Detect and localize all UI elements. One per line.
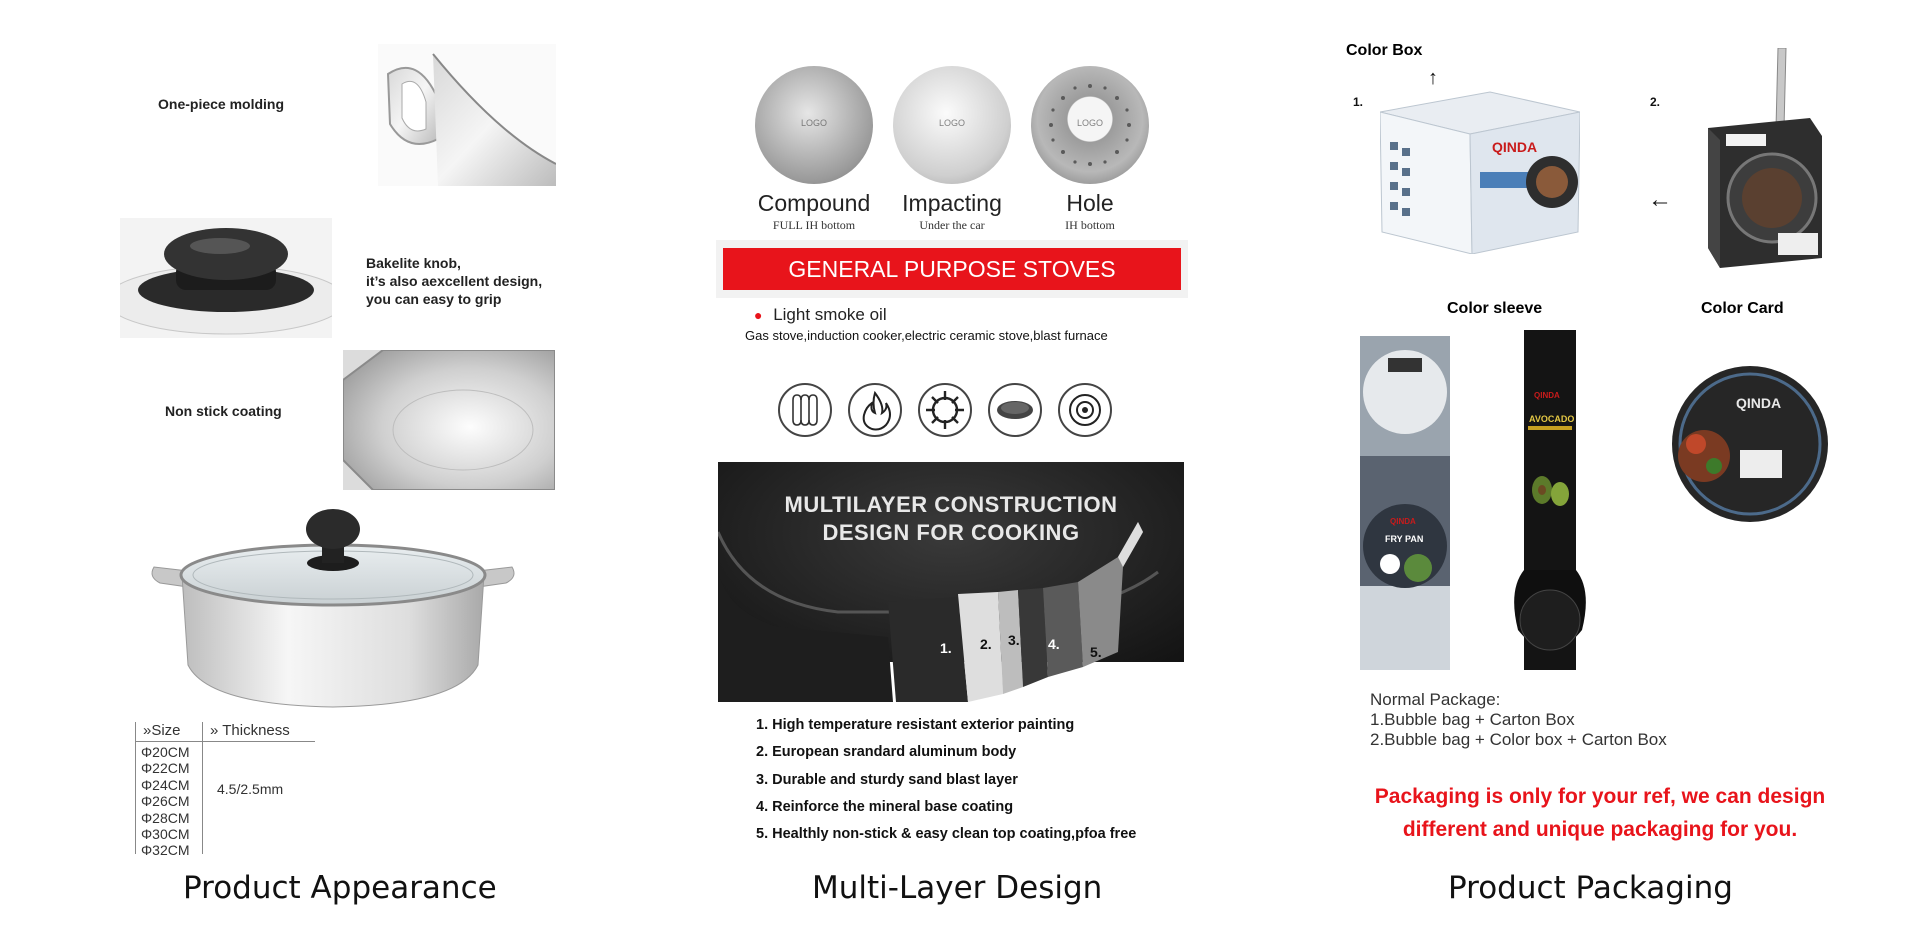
packaging-note-line2: different and unique packaging for you. xyxy=(1402,818,1798,841)
knob-label-line2: it’s also aexcellent design, xyxy=(366,273,543,289)
size-item: Φ32CM xyxy=(141,842,190,859)
sleeve2-brand: QINDA xyxy=(1534,391,1560,400)
normal-package-title: Normal Package: xyxy=(1370,690,1501,709)
layer-features-list: 1. High temperature resistant exterior p… xyxy=(756,712,1136,848)
bottom-name-impacting: Impacting xyxy=(902,190,1002,216)
size-table: »Size » Thickness Φ20CM Φ22CM Φ24CM Φ26C… xyxy=(135,722,315,858)
feature-molding-label: One-piece molding xyxy=(158,96,285,112)
size-item: Φ30CM xyxy=(141,826,190,843)
ceramic-plate-icon xyxy=(988,383,1042,437)
pot-photo xyxy=(148,505,518,710)
caption-product-appearance: Product Appearance xyxy=(183,870,497,906)
box-number-2: 2. xyxy=(1650,95,1661,109)
product-packaging-panel: Color Box ↑ 1. 2. QINDA ← Color sleeve C… xyxy=(1280,0,1920,947)
sleeve1-brand: QINDA xyxy=(1390,517,1416,526)
list-item: 4. Reinforce the mineral base coating xyxy=(756,798,1014,815)
handle-photo xyxy=(378,44,556,186)
list-item: 1. High temperature resistant exterior p… xyxy=(756,717,1075,733)
knob-label-line3: you can easy to grip xyxy=(366,291,502,307)
arrow-up-icon: ↑ xyxy=(1428,67,1438,89)
normal-package-text: Normal Package: 1.Bubble bag + Carton Bo… xyxy=(1370,690,1667,750)
layer-number-3: 3. xyxy=(1008,632,1020,648)
hob-icon xyxy=(1058,383,1112,437)
multilayer-title-line2: DESIGN FOR COOKING xyxy=(822,520,1080,545)
box-brand-text: QINDA xyxy=(1492,139,1537,155)
bottom-name-compound: Compound xyxy=(757,190,871,216)
arrow-left-icon: ← xyxy=(1648,186,1672,213)
list-item: 2. European srandard aluminum body xyxy=(756,744,1017,761)
stove-types-text: Gas stove,induction cooker,electric cera… xyxy=(745,328,1108,343)
multilayer-construction-image: MULTILAYER CONSTRUCTION DESIGN FOR COOKI… xyxy=(718,462,1184,702)
product-appearance-panel: One-piece molding Bakelite knob, i xyxy=(0,0,660,947)
list-item: 3. Durable and sturdy sand blast layer xyxy=(756,771,1018,788)
sleeve2-label: AVOCADO xyxy=(1529,414,1574,424)
knob-label-line1: Bakelite knob, xyxy=(366,255,461,271)
normal-package-option-2: 2.Bubble bag + Color box + Carton Box xyxy=(1370,730,1667,749)
compound-bottom-disc: LOGO xyxy=(755,66,873,184)
color-box-image: QINDA xyxy=(1379,82,1581,255)
multi-layer-panel: LOGO LOGO LOGO Compound FULL IH bottom I… xyxy=(660,0,1280,947)
flame-icon xyxy=(848,383,902,437)
thickness-header: » Thickness xyxy=(210,722,290,739)
disc-logo: LOGO xyxy=(1076,118,1103,128)
bullet-dot-icon: ● xyxy=(754,307,763,323)
packaging-note-line1: Packaging is only for your ref, we can d… xyxy=(1374,785,1826,808)
normal-package-option-1: 1.Bubble bag + Carton Box xyxy=(1370,710,1575,729)
layer-number-4: 4. xyxy=(1048,636,1060,652)
sleeve-2-image: AVOCADO QINDA xyxy=(1508,330,1592,670)
color-card-label: Color Card xyxy=(1701,300,1784,317)
layer-number-2: 2. xyxy=(980,636,992,652)
feature-coating-label: Non stick coating xyxy=(165,403,282,419)
bullet-line: ● Light smoke oil xyxy=(754,305,887,325)
packaging-note: Packaging is only for your ref, we can d… xyxy=(1360,780,1840,846)
induction-coil-icon xyxy=(778,383,832,437)
sleeve-1-image: FRY PAN QINDA xyxy=(1360,336,1450,670)
size-item: Φ28CM xyxy=(141,809,190,826)
disc-logo: LOGO xyxy=(800,118,827,128)
disc-logo: LOGO xyxy=(938,118,965,128)
color-card-image: QINDA xyxy=(1670,364,1830,524)
multilayer-title-line1: MULTILAYER CONSTRUCTION xyxy=(784,492,1118,517)
size-item: Φ20CM xyxy=(141,744,190,760)
list-item: 5. Healthly non-stick & easy clean top c… xyxy=(756,826,1137,843)
caption-product-packaging: Product Packaging xyxy=(1448,870,1733,906)
sleeve1-label: FRY PAN xyxy=(1385,534,1423,544)
size-list: Φ20CM Φ22CM Φ24CM Φ26CM Φ28CM Φ30CM Φ32C… xyxy=(141,744,190,859)
impacting-bottom-disc: LOGO xyxy=(893,66,1011,184)
bullet-text: Light smoke oil xyxy=(773,305,887,324)
bottom-sub-impacting: Under the car xyxy=(919,218,985,232)
general-purpose-banner: GENERAL PURPOSE STOVES xyxy=(723,248,1181,290)
size-header: »Size xyxy=(143,722,181,739)
frying-pan-box-image xyxy=(1700,47,1830,268)
size-item: Φ22CM xyxy=(141,760,190,777)
bottom-sub-compound: FULL IH bottom xyxy=(772,218,856,232)
card-brand-text: QINDA xyxy=(1736,395,1781,411)
bottom-sub-hole: IH bottom xyxy=(1065,218,1115,232)
coating-photo xyxy=(343,350,555,490)
feature-knob-label: Bakelite knob, it’s also aexcellent desi… xyxy=(366,254,542,308)
color-box-label: Color Box xyxy=(1346,42,1423,59)
layer-number-5: 5. xyxy=(1090,644,1102,660)
color-sleeve-label: Color sleeve xyxy=(1447,300,1543,317)
bottom-name-hole: Hole xyxy=(1066,190,1114,216)
thickness-value: 4.5/2.5mm xyxy=(217,781,284,797)
size-item: Φ24CM xyxy=(141,776,190,793)
caption-multi-layer-design: Multi-Layer Design xyxy=(812,870,1103,906)
knob-photo xyxy=(120,218,332,338)
size-item: Φ26CM xyxy=(141,793,190,810)
gas-burner-icon xyxy=(918,383,972,437)
box-number-1: 1. xyxy=(1353,95,1364,109)
hole-bottom-disc: LOGO xyxy=(1031,66,1149,184)
layer-number-1: 1. xyxy=(940,640,952,656)
